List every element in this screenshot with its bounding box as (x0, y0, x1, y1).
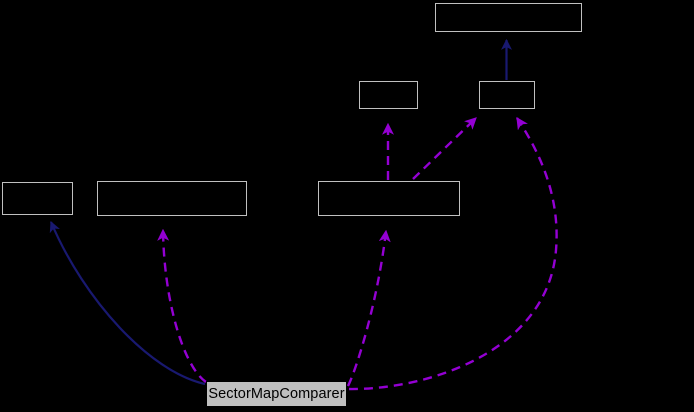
graph-node-row3-b[interactable] (97, 181, 247, 216)
graph-node-row3-a[interactable] (2, 182, 73, 215)
graph-node-mid-right[interactable] (479, 81, 535, 109)
graph-node-top[interactable] (435, 3, 582, 32)
graph-node-sector-map-comparer[interactable]: SectorMapComparer (206, 381, 347, 407)
graph-node-mid-left[interactable] (359, 81, 418, 109)
edge-comparer-to-midright (348, 116, 558, 391)
edge-row3c-to-midright (412, 117, 477, 180)
graph-node-row3-c[interactable] (318, 181, 460, 216)
edge-comparer-to-row3c (346, 229, 391, 387)
edge-comparer-to-row3b (157, 228, 207, 383)
edge-comparer-to-row3a (49, 220, 206, 386)
graph-node-sector-map-comparer-label: SectorMapComparer (208, 385, 345, 402)
